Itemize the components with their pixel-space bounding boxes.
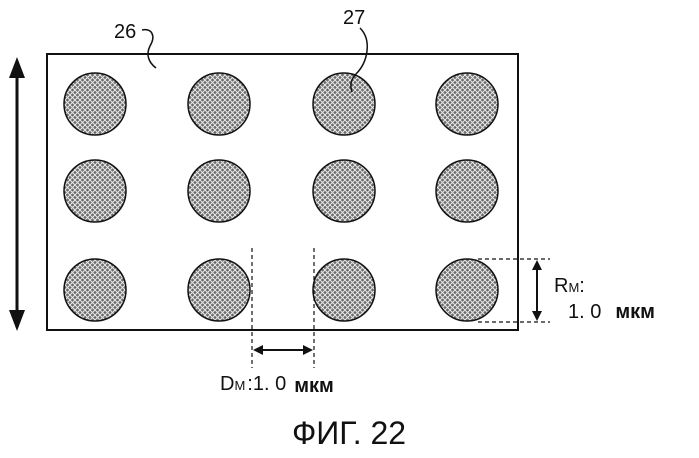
dot-r3-c3 xyxy=(313,259,375,321)
pitch-symbol: D xyxy=(220,373,234,395)
dot-r2-c3 xyxy=(313,160,375,222)
dot-r3-c2 xyxy=(188,259,250,321)
vertical-dimension-arrow xyxy=(9,57,25,331)
svg-text:RM:: RM: xyxy=(554,275,585,297)
dot-r1-c3 xyxy=(313,73,375,135)
pitch-label: DM:1. 0 мкм xyxy=(220,373,334,397)
diameter-label: RM: 1. 0 мкм xyxy=(554,275,655,323)
figure-caption: ФИГ. 22 xyxy=(292,415,406,451)
dot-r3-c4 xyxy=(436,259,498,321)
diameter-symbol: R xyxy=(554,275,568,297)
dot-r1-c1 xyxy=(64,73,126,135)
pitch-unit: мкм xyxy=(294,375,334,397)
dot-r1-c2 xyxy=(188,73,250,135)
dot-r2-c2 xyxy=(188,160,250,222)
pitch-value: :1. 0 xyxy=(247,373,286,395)
diameter-colon: : xyxy=(579,275,585,297)
dot-r3-c1 xyxy=(64,259,126,321)
dot-ref-label: 27 xyxy=(343,7,365,29)
dot-r2-c4 xyxy=(436,160,498,222)
svg-text:DM:1. 0мкм: DM:1. 0 мкм xyxy=(220,373,334,397)
diameter-value: 1. 0 xyxy=(568,301,601,323)
substrate-ref-label: 26 xyxy=(114,21,136,43)
dot-grid xyxy=(64,73,498,321)
substrate-leader-line xyxy=(142,30,156,68)
diameter-subscript: M xyxy=(568,280,579,295)
svg-text:1. 0мкм: 1. 0 мкм xyxy=(568,301,655,323)
diameter-unit: мкм xyxy=(615,301,655,323)
pitch-subscript: M xyxy=(234,378,245,393)
dot-r1-c4 xyxy=(436,73,498,135)
pitch-dimension xyxy=(252,248,314,368)
dot-r2-c1 xyxy=(64,160,126,222)
